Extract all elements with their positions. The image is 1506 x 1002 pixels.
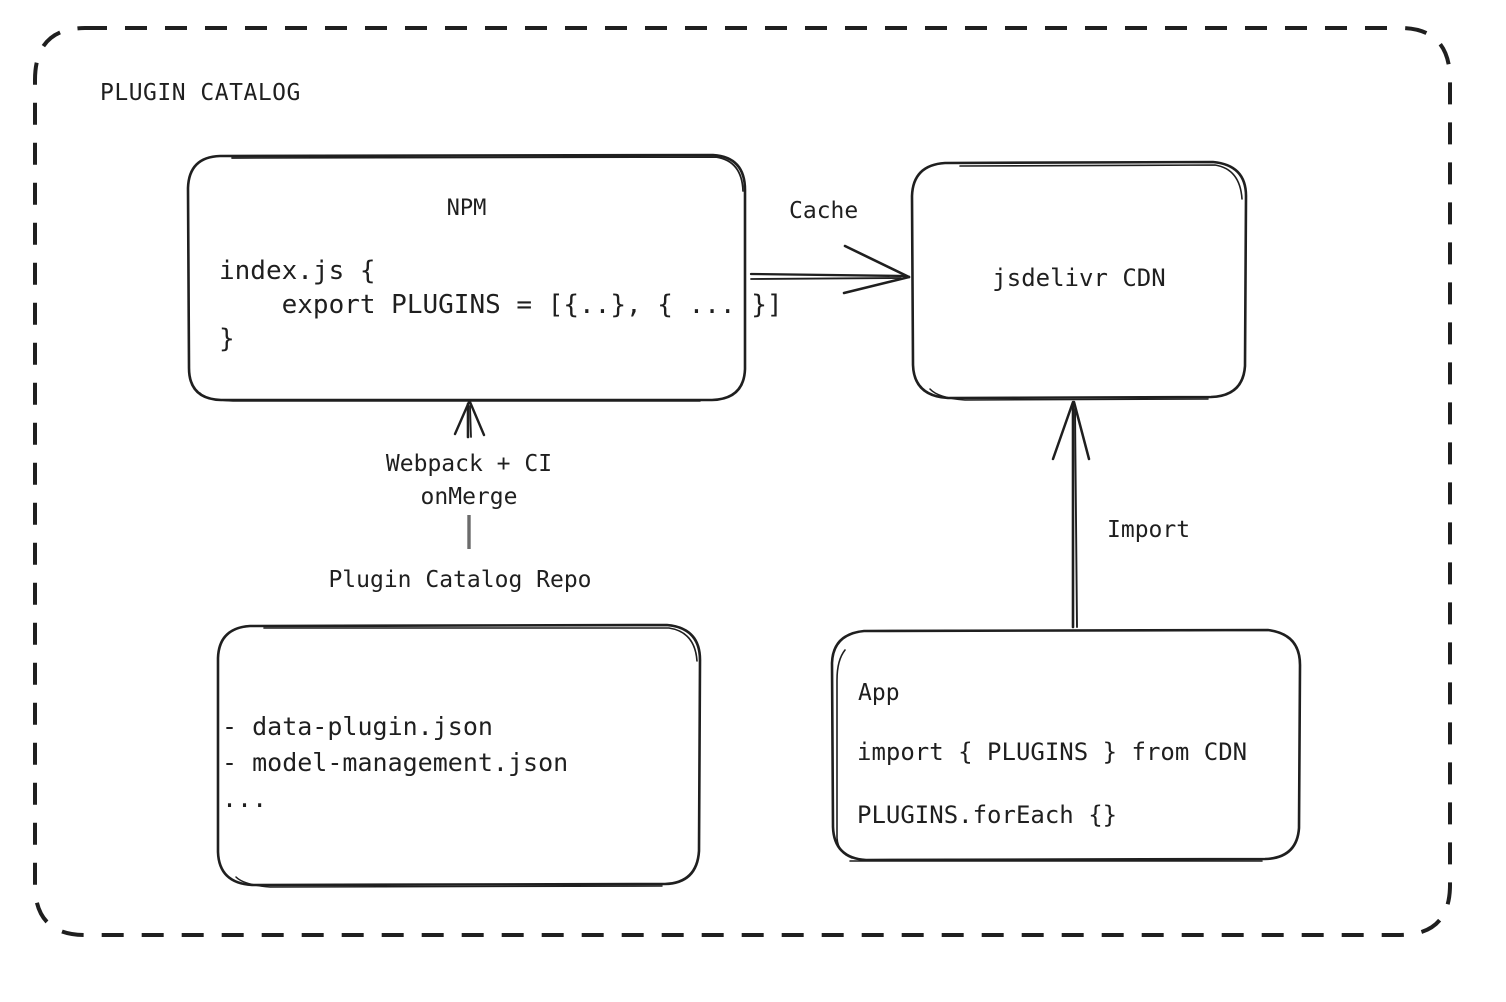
edge-label-import: Import [1107,517,1191,543]
repo-node-file-list: - data-plugin.json - model-management.js… [222,712,569,813]
cdn-node-title: jsdelivr CDN [992,264,1166,292]
app-node-title: App [858,680,900,706]
npm-node-code: index.js { export PLUGINS = [{..}, { ...… [219,256,783,354]
npm-node-title: NPM [446,196,487,221]
app-node-foreach-statement: PLUGINS.forEach {} [857,801,1118,829]
edge-label-webpack-ci-onmerge: Webpack + CI onMerge [385,451,553,510]
edge-app-to-cdn-arrow [1051,400,1091,629]
app-node-import-statement: import { PLUGINS } from CDN [857,738,1248,766]
catalog-container-title: PLUGIN CATALOG [100,80,301,106]
repo-node-title: Plugin Catalog Repo [328,567,592,593]
edge-label-cache: Cache [789,198,859,224]
